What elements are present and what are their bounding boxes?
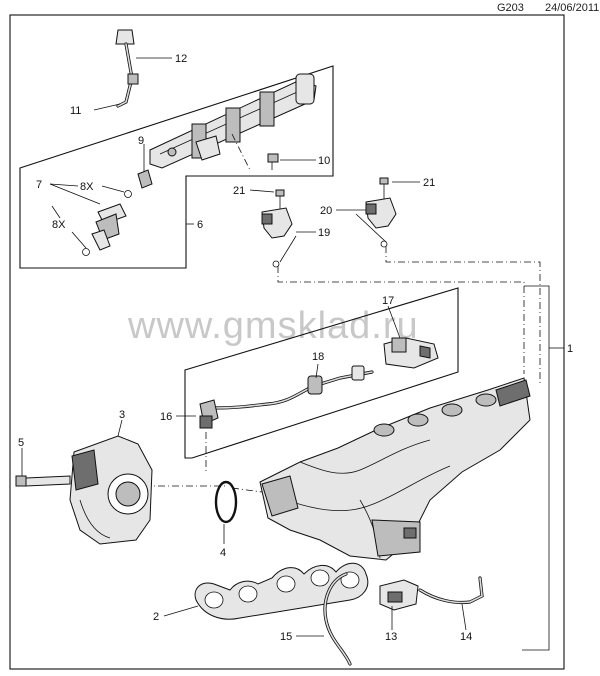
callout-11: 11 [70, 105, 81, 117]
sensor-assembly-line-left [277, 266, 525, 374]
callout-19: 19 [318, 227, 330, 239]
intake-gasket [194, 562, 369, 620]
fuel-rail-group-frame [19, 65, 334, 269]
callout-5: 5 [18, 437, 24, 449]
callout-21-right: 21 [423, 177, 435, 189]
wiring-harness-left [323, 572, 352, 666]
harness-connector [379, 579, 419, 611]
rail-bolt-assembly-line [231, 133, 251, 171]
sensor-assembly-line-right [385, 246, 541, 384]
diagram-code: G203 [497, 2, 524, 14]
camshaft-sensor-right [365, 177, 397, 248]
callout-15: 15 [280, 631, 292, 643]
diagram-date: 24/06/2011 [545, 2, 600, 14]
hose-group-frame [184, 287, 459, 459]
outer-frame [9, 14, 565, 670]
leader-lines [21, 57, 467, 637]
callout-16: 16 [160, 411, 172, 423]
solenoid-valve [383, 337, 439, 369]
watermark-text: www.gmsklad.ru [127, 305, 419, 347]
fuel-rail [149, 73, 317, 169]
seal-assembly-line [231, 487, 263, 493]
callout-21-left: 21 [233, 185, 245, 197]
vacuum-hose [212, 365, 374, 410]
item-1-bracket [522, 285, 550, 651]
callout-2: 2 [153, 611, 159, 623]
throttle-seal-ring [214, 480, 238, 524]
fuel-injector [82, 190, 132, 256]
injector-clip [137, 169, 153, 189]
callout-8: 8X [52, 219, 66, 231]
rail-bolt [267, 153, 279, 170]
callout-13: 13 [385, 631, 397, 643]
fuel-pressure-sensor [115, 29, 139, 108]
callout-6: 6 [197, 219, 203, 231]
callout-12: 12 [175, 53, 187, 65]
throttle-bolt [15, 475, 71, 487]
callout-1: 1 [567, 343, 573, 355]
intake-manifold [259, 377, 531, 561]
camshaft-sensor-left [261, 189, 293, 268]
callout-14: 14 [460, 631, 472, 643]
throttle-body [69, 435, 153, 545]
callout-20: 20 [320, 205, 332, 217]
wiring-harness-right [418, 576, 484, 605]
callout-9: 9 [138, 135, 144, 147]
hose-connector [199, 399, 219, 429]
callout-18: 18 [312, 351, 324, 363]
callout-4: 4 [220, 547, 226, 559]
callout-3: 3 [119, 409, 125, 421]
callout-17: 17 [382, 295, 394, 307]
callout-10: 10 [318, 155, 330, 167]
callout-7-qty: 8X [80, 181, 94, 193]
callout-7: 7 [36, 179, 42, 191]
